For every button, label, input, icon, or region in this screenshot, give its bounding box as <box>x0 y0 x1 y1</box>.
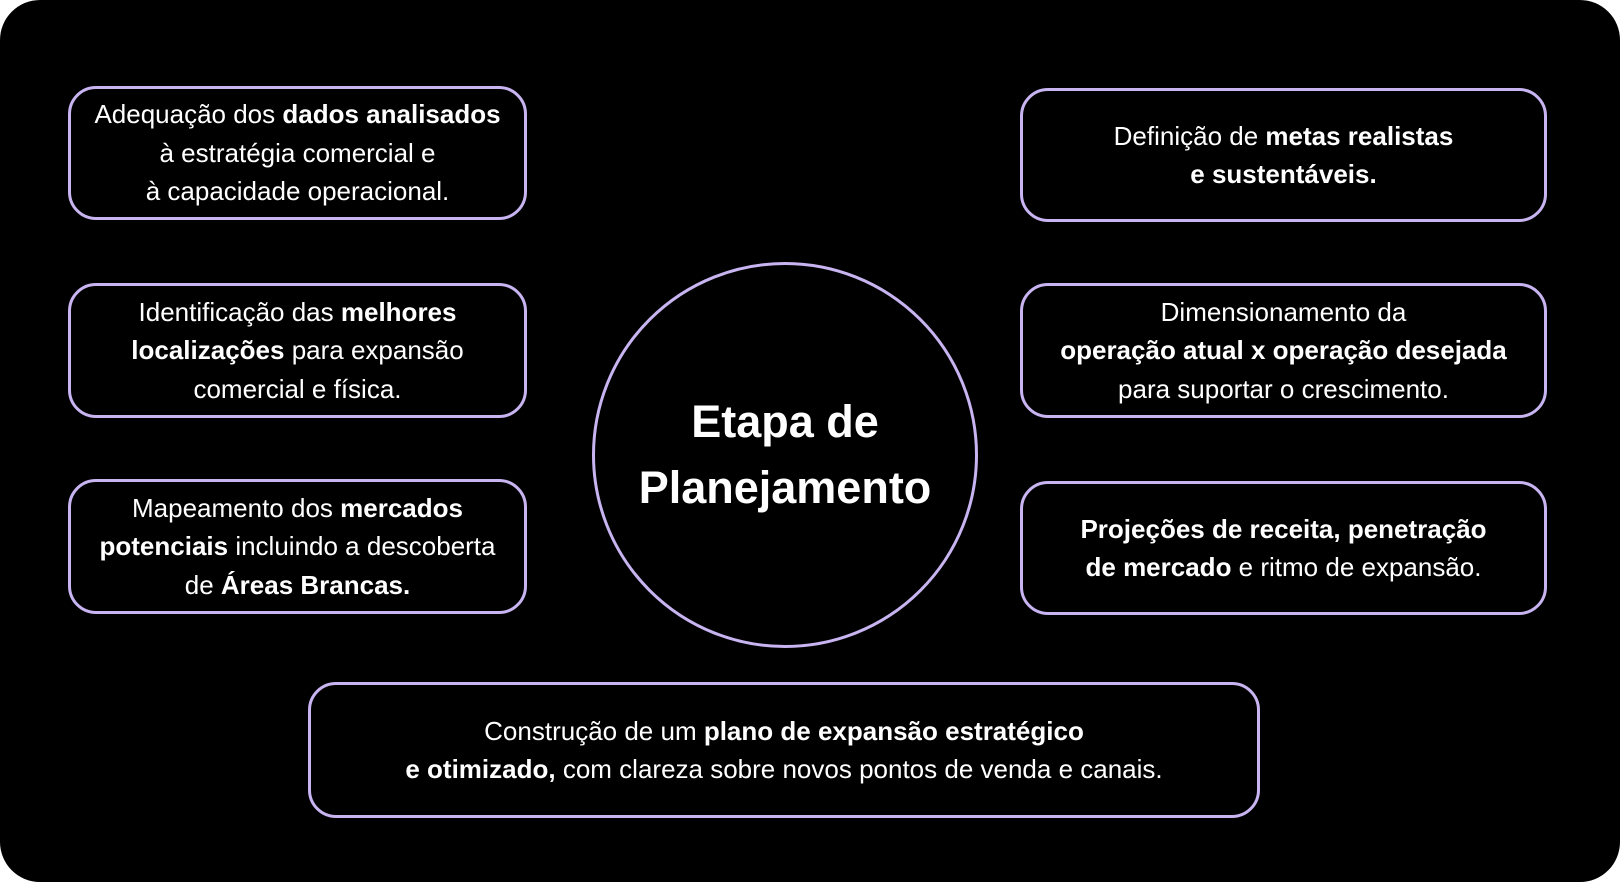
text-line: Dimensionamento da <box>1160 296 1407 327</box>
box-identificacao-localizacoes: Identificação das melhores localizações p… <box>68 283 527 418</box>
text-line: e otimizado, com clareza sobre novos pon… <box>405 754 1163 784</box>
text-line: e sustentáveis. <box>1190 159 1377 189</box>
text-line: de mercado e ritmo de expansão. <box>1085 552 1482 582</box>
center-title-line1: Etapa de <box>691 396 879 447</box>
text-line: potenciais incluindo a descoberta <box>99 531 496 562</box>
center-title-line2: Planejamento <box>638 462 932 513</box>
text-line: operação atual x operação desejada <box>1060 335 1507 366</box>
center-circle: Etapa de Planejamento <box>592 262 978 648</box>
text-line: de Áreas Brancas. <box>184 569 411 600</box>
text-line: Mapeamento dos mercados <box>132 492 463 523</box>
text-line: Projeções de receita, penetração <box>1080 513 1487 544</box>
center-title: Etapa de Planejamento <box>639 389 932 521</box>
text-line: comercial e física. <box>193 373 402 404</box>
text-line: à capacidade operacional. <box>145 176 450 207</box>
box-adequacao-dados: Adequação dos dados analisados à estratég… <box>68 86 527 220</box>
box-definicao-metas: Definição de metas realistas e sustentáve… <box>1020 88 1547 222</box>
box-mapeamento-mercados: Mapeamento dos mercados potenciais inclui… <box>68 479 527 614</box>
box-dimensionamento-operacao: Dimensionamento da operação atual x opera… <box>1020 283 1547 418</box>
text-line: Adequação dos dados analisados <box>94 99 501 130</box>
box-projecoes-receita: Projeções de receita, penetração de merca… <box>1020 481 1547 615</box>
text-line: Definição de metas realistas <box>1113 120 1454 151</box>
text-line: para suportar o crescimento. <box>1118 373 1449 404</box>
text-line: localizações para expansão <box>131 335 464 366</box>
text-line: Construção de um plano de expansão estra… <box>484 715 1084 746</box>
text-line: Identificação das melhores <box>138 296 457 327</box>
text-line: à estratégia comercial e <box>159 137 436 168</box>
box-construcao-plano: Construção de um plano de expansão estra… <box>308 682 1260 818</box>
